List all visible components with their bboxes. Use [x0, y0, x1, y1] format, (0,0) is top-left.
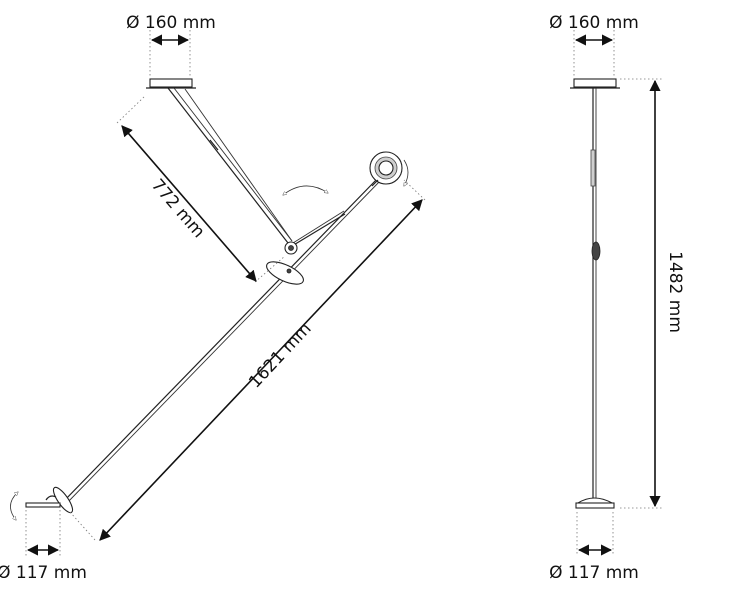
left-floor-base — [25, 486, 74, 514]
left-base-dimension: Ø 117 mm — [0, 510, 87, 583]
left-diagonal-stem — [62, 177, 382, 505]
right-base-diameter-label: Ø 117 mm — [549, 563, 639, 583]
right-view: Ø 160 mm 1482 mm — [549, 13, 685, 583]
left-arm-length-dimension: 772 mm — [116, 95, 286, 283]
left-stem-slider-ring — [266, 261, 304, 285]
right-height-dimension: 1482 mm — [620, 78, 685, 509]
right-base-dimension: Ø 117 mm — [549, 512, 639, 583]
right-canopy-dimension: Ø 160 mm — [549, 13, 639, 78]
left-view: Ø 160 mm — [0, 13, 426, 583]
left-head-rotation-icon — [404, 159, 409, 186]
right-floor-base — [575, 497, 615, 509]
left-stem-length-dimension: 1621 mm — [69, 179, 426, 541]
left-ceiling-canopy — [146, 78, 196, 89]
right-ceiling-canopy — [570, 78, 620, 89]
left-canopy-dimension: Ø 160 mm — [126, 13, 216, 78]
right-stem-slider-ring — [591, 241, 601, 261]
extension-line — [116, 95, 146, 124]
right-vertical-stem — [590, 88, 601, 502]
left-stem-length-label: 1621 mm — [245, 319, 315, 392]
right-height-label: 1482 mm — [665, 251, 685, 333]
dimension-arrow — [121, 125, 257, 282]
left-base-rotation-icon — [10, 492, 18, 520]
left-base-diameter-label: Ø 117 mm — [0, 563, 87, 583]
extension-line — [403, 179, 426, 201]
extension-line — [69, 511, 96, 541]
left-arm-length-label: 772 mm — [147, 175, 209, 242]
canopy-body — [149, 78, 193, 88]
right-canopy-diameter-label: Ø 160 mm — [549, 13, 639, 33]
base-disc — [52, 486, 74, 514]
right-arm-fold-segment — [590, 149, 596, 187]
left-lamp-head — [369, 151, 403, 187]
dimension-arrow — [99, 199, 423, 541]
left-arm-rotation-icon — [283, 185, 328, 195]
left-canopy-diameter-label: Ø 160 mm — [126, 13, 216, 33]
